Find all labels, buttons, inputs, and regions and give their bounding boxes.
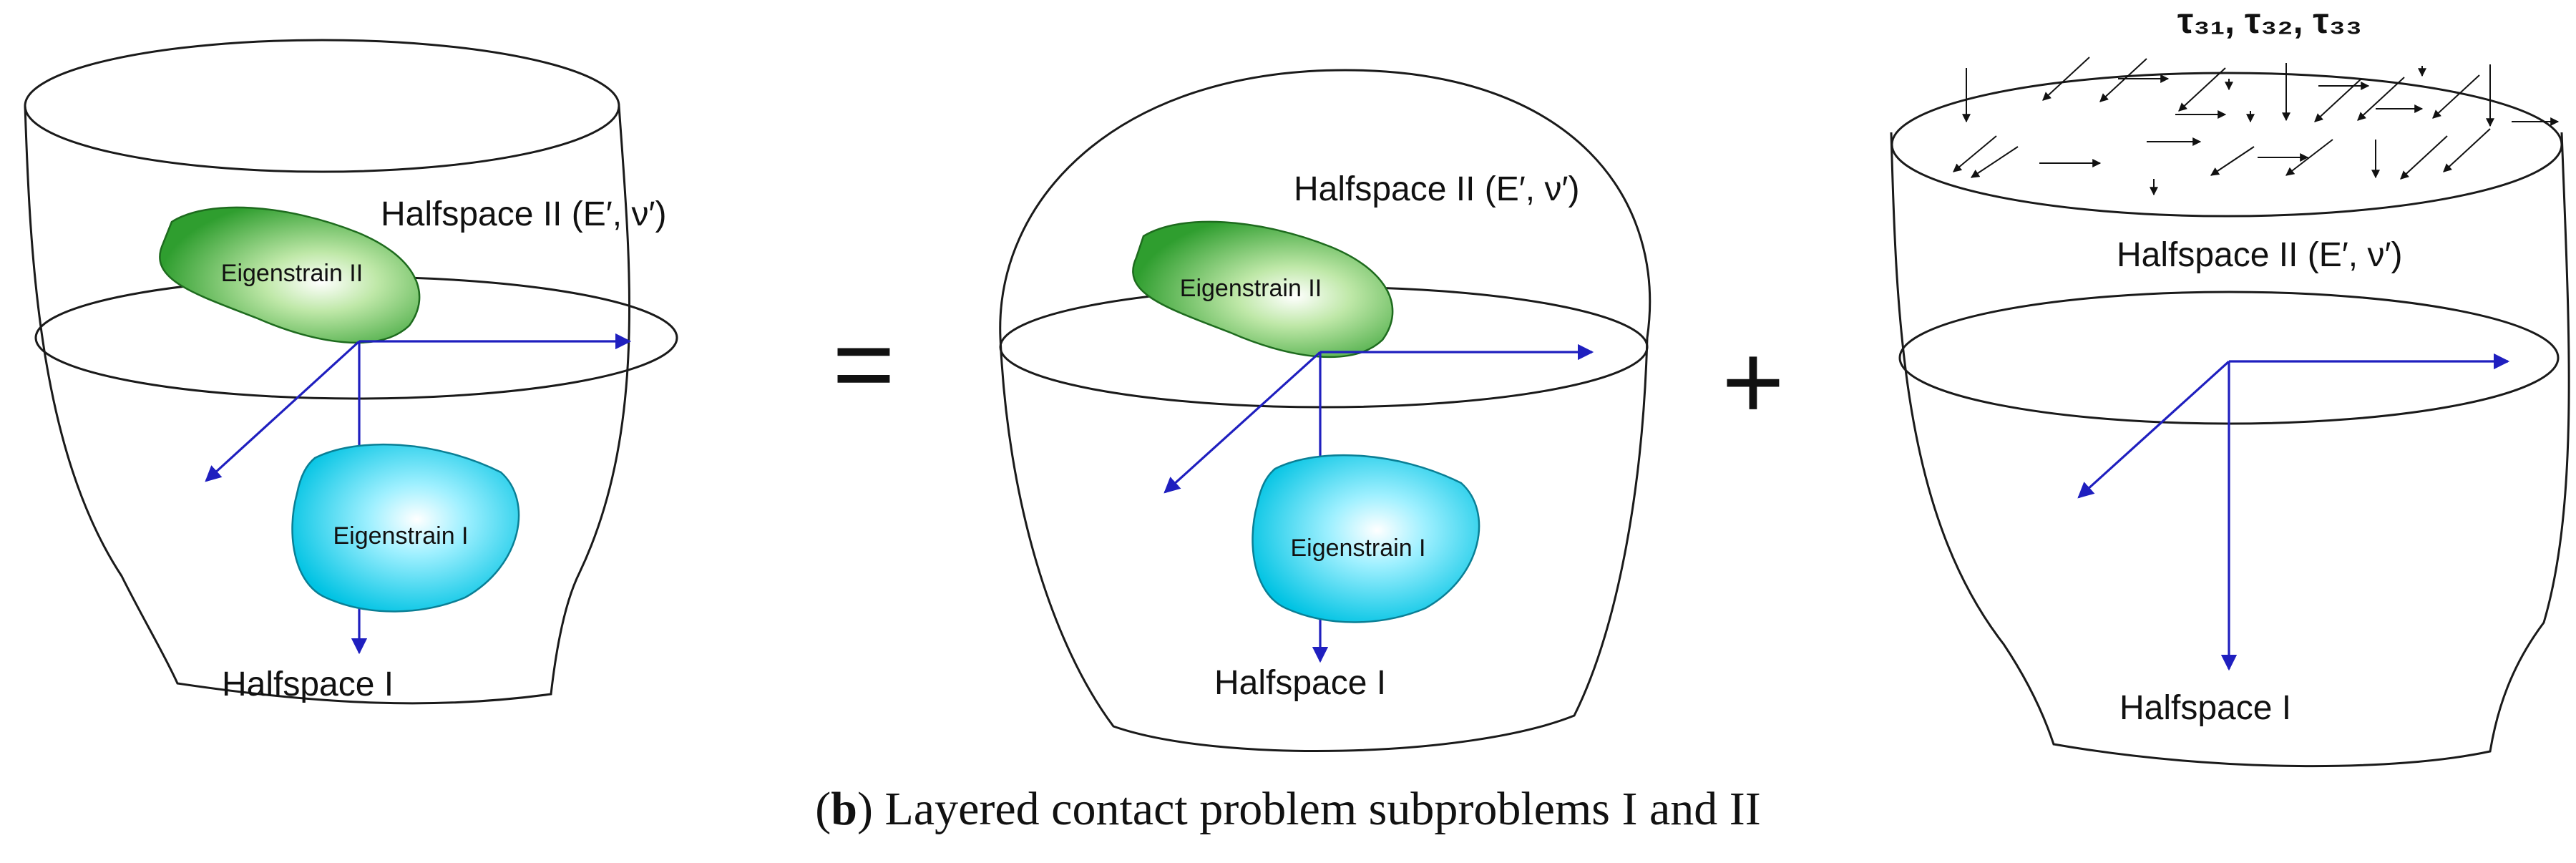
halfspace-2-label: Halfspace II (E′, ν′): [1294, 170, 1579, 208]
eigenstrain-1-label: Eigenstrain I: [1291, 535, 1426, 562]
caption-text: ) Layered contact problem subproblems I …: [857, 783, 1761, 835]
caption-open-paren: (: [815, 783, 831, 835]
panel-1: Eigenstrain II Eigenstrain I Halfspace I…: [24, 39, 678, 705]
top-surface: [1890, 72, 2563, 218]
panel-3: τ₃₁, τ₃₂, τ₃₃ Halfspace II (E′, ν′) Half…: [1890, 1, 2570, 768]
plus-operator: +: [1722, 321, 1785, 442]
container-outline: [1890, 132, 2570, 768]
halfspace-1-label: Halfspace I: [2119, 689, 2291, 727]
y-axis-arrow: [2077, 360, 2230, 499]
eigenstrain-2-inclusion: [159, 206, 421, 344]
halfspace-2-label: Halfspace II (E′, ν′): [2117, 236, 2402, 274]
traction-label: τ₃₁, τ₃₂, τ₃₃: [2177, 1, 2362, 41]
equals-operator: =: [832, 303, 895, 424]
eigenstrain-2-label: Eigenstrain II: [1180, 275, 1322, 302]
container-outline: [999, 69, 1652, 752]
container-outline: [24, 105, 631, 705]
traction-arrows: [1953, 57, 2560, 196]
eigenstrain-2-label: Eigenstrain II: [221, 260, 363, 287]
eigenstrain-1-inclusion: [291, 443, 520, 613]
y-axis-arrow: [205, 340, 361, 482]
halfspace-2-label: Halfspace II (E′, ν′): [381, 195, 666, 233]
figure-caption: (b) Layered contact problem subproblems …: [815, 783, 1760, 835]
eigenstrain-1-label: Eigenstrain I: [333, 522, 469, 550]
halfspace-1-label: Halfspace I: [1214, 664, 1386, 702]
eigenstrain-1-inclusion: [1252, 454, 1480, 623]
halfspace-1-label: Halfspace I: [222, 665, 394, 703]
panel-2: Eigenstrain II Eigenstrain I Halfspace I…: [999, 69, 1652, 752]
eigenstrain-2-inclusion: [1132, 220, 1394, 359]
y-axis-arrow: [1163, 351, 1322, 494]
caption-panel-letter: b: [831, 783, 857, 835]
top-surface: [24, 39, 620, 173]
